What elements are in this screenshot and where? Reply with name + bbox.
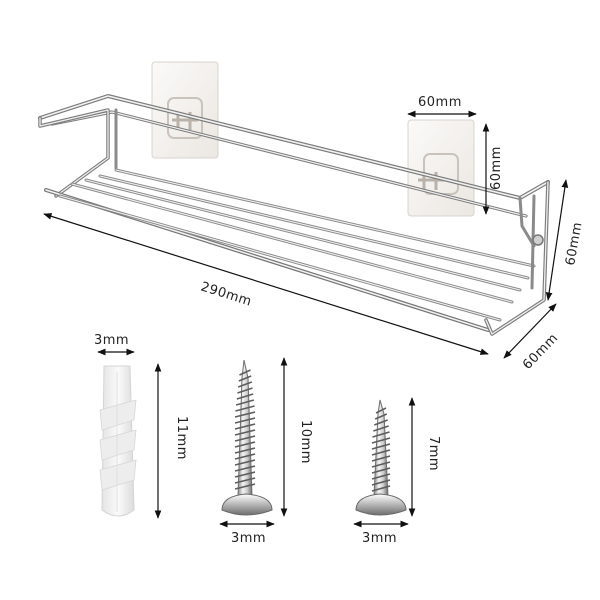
screw-thread — [371, 443, 391, 450]
screw-thread — [234, 417, 256, 424]
screw-thread — [234, 447, 256, 454]
screw-thread — [238, 375, 252, 382]
screw-thread — [371, 485, 391, 492]
label-rack-depth: 60mm — [520, 331, 561, 373]
label-anchor-length: 11mm — [174, 416, 189, 460]
screw-thread — [239, 369, 251, 376]
label-hook-height: 60mm — [489, 146, 504, 190]
screw-thread — [235, 405, 255, 412]
screw-thread — [234, 453, 256, 460]
screw-large — [221, 359, 273, 516]
screw-thread — [234, 483, 256, 490]
screw-thread — [234, 429, 256, 436]
screw-thread — [234, 471, 256, 478]
screw-thread — [374, 413, 388, 420]
screw-thread — [234, 477, 256, 484]
screw-thread — [234, 411, 256, 418]
label-screw-large-length: 10mm — [298, 420, 313, 464]
screw-thread — [234, 423, 256, 430]
screw-thread — [234, 459, 256, 466]
screw-thread — [371, 479, 391, 486]
screw-thread — [371, 461, 391, 468]
screw-thread — [371, 449, 391, 456]
label-hook-width: 60mm — [418, 95, 462, 110]
screw-thread — [237, 381, 253, 388]
dimension-rack-depth — [503, 303, 557, 359]
screw-thread — [235, 399, 255, 406]
label-screw-small-length: 7mm — [426, 436, 441, 471]
screw-thread — [375, 407, 387, 414]
screw-thread — [234, 465, 256, 472]
screw-thread — [372, 431, 390, 438]
screw-thread — [234, 435, 256, 442]
dimension-rack-length — [43, 213, 489, 355]
dimension-rack-height — [545, 179, 569, 301]
screw-thread — [236, 393, 254, 400]
screw-thread — [371, 437, 391, 444]
label-rack-height: 60mm — [563, 221, 585, 267]
wall-anchor — [99, 365, 137, 517]
screw-thread — [373, 419, 389, 426]
screw-thread — [373, 425, 389, 432]
label-screw-large-diameter: 3mm — [231, 531, 266, 546]
label-screw-small-diameter: 3mm — [362, 531, 397, 546]
screw-thread — [371, 473, 391, 480]
screw-thread — [371, 467, 391, 474]
label-anchor-diameter: 3mm — [94, 333, 129, 348]
screw-thread — [237, 387, 253, 394]
screw-small — [355, 399, 407, 516]
screw-thread — [371, 455, 391, 462]
screw-thread — [234, 441, 256, 448]
label-rack-length: 290mm — [199, 280, 254, 310]
